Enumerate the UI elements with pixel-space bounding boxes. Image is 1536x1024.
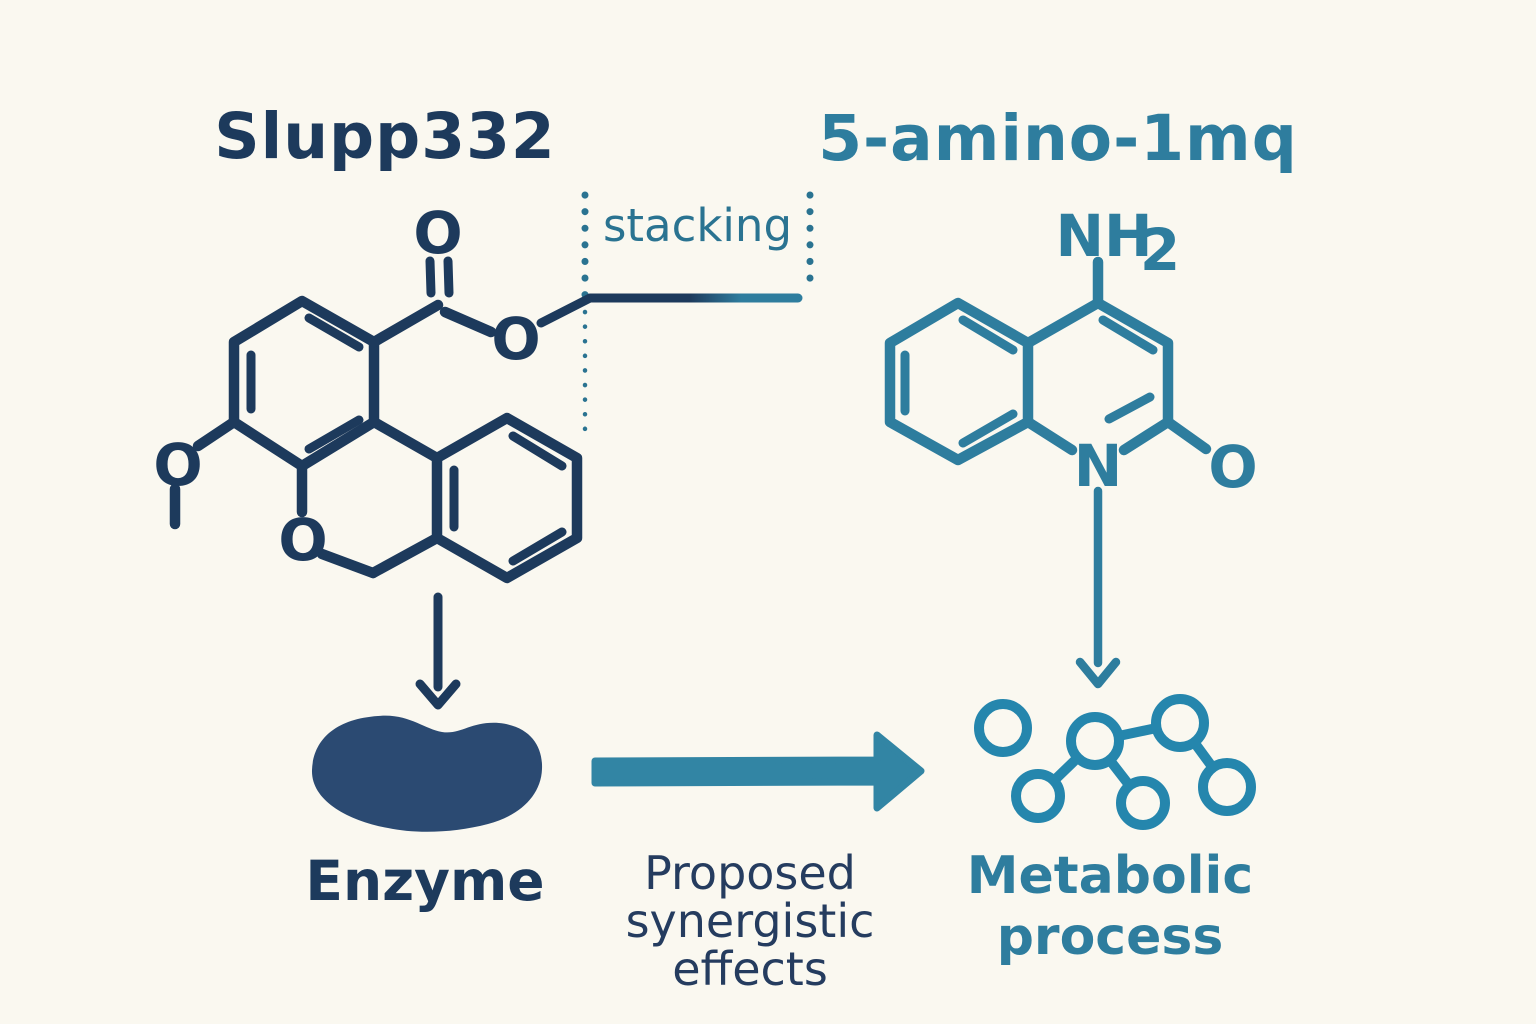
left-molecule-title: Slupp332 <box>214 100 556 173</box>
synergy-caption-line2: synergistic <box>625 894 875 948</box>
ester-oxygen-label: O <box>491 305 540 373</box>
enzyme-label: Enzyme <box>305 849 545 913</box>
metabolic-arrow <box>1075 486 1121 689</box>
enzyme-blob <box>311 715 543 832</box>
left-molecule-structure: O O O O <box>153 199 583 584</box>
metabolite-node <box>1066 712 1124 770</box>
metabolite-node <box>1011 769 1065 823</box>
carbonyl-oxygen-label: O <box>413 199 462 267</box>
stacking-connector-line <box>536 293 803 328</box>
metabolic-arrowhead <box>1075 657 1121 689</box>
synergy-arrow <box>591 731 925 812</box>
enzyme-arrowhead <box>415 679 461 710</box>
amine-subscript-label: 2 <box>1140 216 1180 284</box>
metabolic-label-line2: process <box>996 907 1224 967</box>
right-molecule-title: 5-amino-1mq <box>818 102 1298 175</box>
metabolite-node <box>1116 776 1170 830</box>
enzyme-arrow <box>415 592 461 710</box>
metabolite-node <box>1198 758 1256 816</box>
right-benzene-ring <box>884 297 1034 466</box>
metabolite-node <box>1151 694 1209 752</box>
amine-group-label: NH <box>1055 202 1152 270</box>
methoxy-oxygen-label: O <box>153 431 202 499</box>
metabolic-label-line1: Metabolic <box>966 846 1254 906</box>
keto-oxygen-label: O <box>1208 433 1257 501</box>
synergy-caption-line1: Proposed <box>644 846 856 900</box>
stacking-label: stacking <box>602 199 793 252</box>
metabolite-node <box>974 699 1032 757</box>
metabolic-network <box>974 694 1256 830</box>
pyran-oxygen-label: O <box>278 506 327 574</box>
synergy-caption: Proposed synergistic effects <box>560 849 940 993</box>
right-molecule-structure: NH 2 N O <box>884 202 1258 501</box>
stacking-bracket <box>536 191 814 433</box>
metabolic-process-label: Metabolic process <box>935 846 1285 968</box>
synergy-caption-line3: effects <box>672 942 828 996</box>
right-pyridine-ring <box>1022 297 1174 456</box>
